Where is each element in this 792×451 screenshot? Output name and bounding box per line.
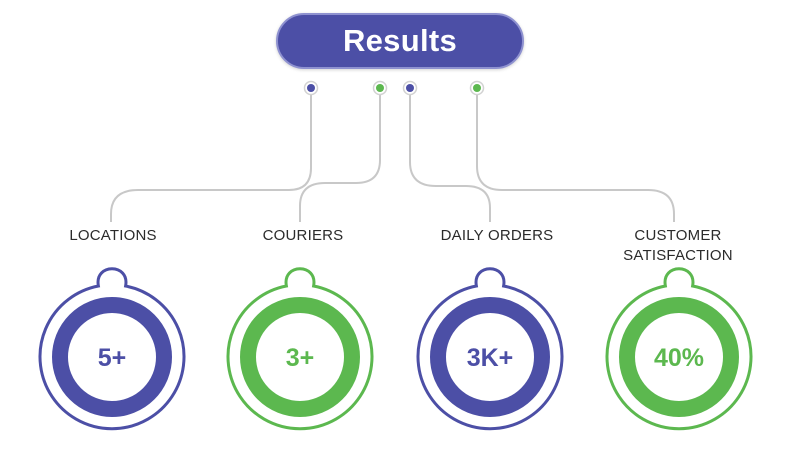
badge-inner-ring [619, 297, 739, 417]
connector-line-1 [110, 88, 312, 222]
header-title: Results [342, 23, 458, 58]
label-couriers: COURIERS [262, 227, 344, 244]
metric-badge-1: 5+ [38, 267, 186, 431]
metric-badge-3: 3K+ [416, 267, 564, 431]
connector-line-2 [299, 88, 381, 222]
connector-dot-1 [307, 84, 315, 92]
badge-value: 3+ [286, 344, 315, 372]
connector-line-3 [409, 88, 491, 222]
connector-line-4 [476, 88, 675, 222]
metric-badge-2: 3+ [226, 267, 374, 431]
metric-badge-4: 40% [605, 267, 753, 431]
label-customer-satisfaction: CUSTOMER SATISFACTION [623, 227, 733, 264]
badge-value: 5+ [98, 344, 127, 372]
connector-dot-4 [473, 84, 481, 92]
badge-value: 40% [654, 344, 704, 372]
connector-dot-2 [376, 84, 384, 92]
badge-value: 3K+ [467, 344, 514, 372]
badge-inner-ring [52, 297, 172, 417]
label-daily-orders: DAILY ORDERS [440, 227, 554, 244]
label-locations: LOCATIONS [69, 227, 157, 244]
badge-inner-ring [430, 297, 550, 417]
badge-inner-ring [240, 297, 360, 417]
results-header: Results [276, 13, 524, 69]
connector-dot-3 [406, 84, 414, 92]
